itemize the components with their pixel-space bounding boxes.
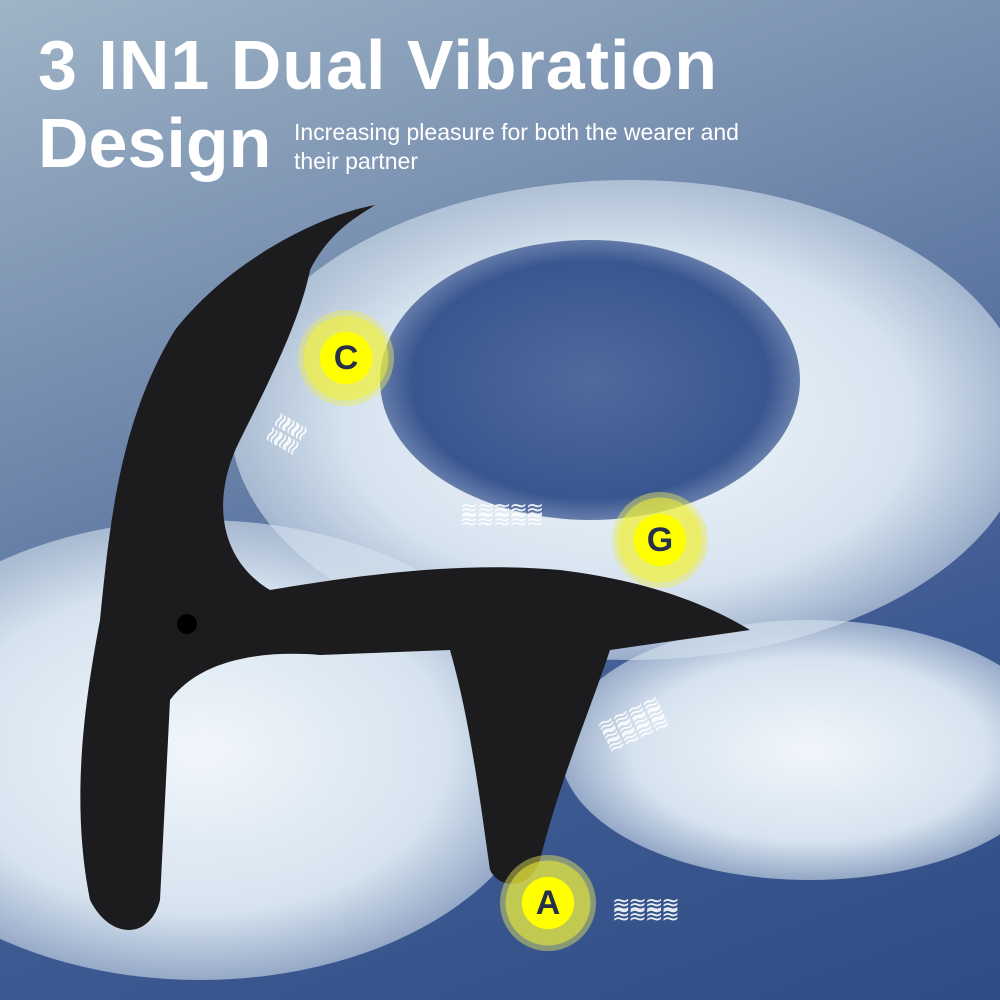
marker-c: C	[298, 310, 394, 406]
vibration-waves-icon: ≋≋≋≋≋≋≋≋	[612, 892, 680, 927]
background-light-region	[560, 620, 1000, 880]
marker-label: C	[333, 338, 359, 377]
marker-label: A	[535, 883, 561, 922]
marker-label: G	[646, 520, 674, 559]
headline-line-2: Design	[38, 104, 272, 182]
vibration-waves-icon: ≋≋≋≋≋≋≋≋≋≋	[460, 497, 544, 532]
marker-a: A	[500, 855, 596, 951]
subheading: Increasing pleasure for both the wearer …	[294, 119, 739, 174]
background-dark-region	[380, 240, 800, 520]
marker-g: G	[612, 492, 708, 588]
headline-line-1: 3 IN1 Dual Vibration	[38, 26, 718, 104]
